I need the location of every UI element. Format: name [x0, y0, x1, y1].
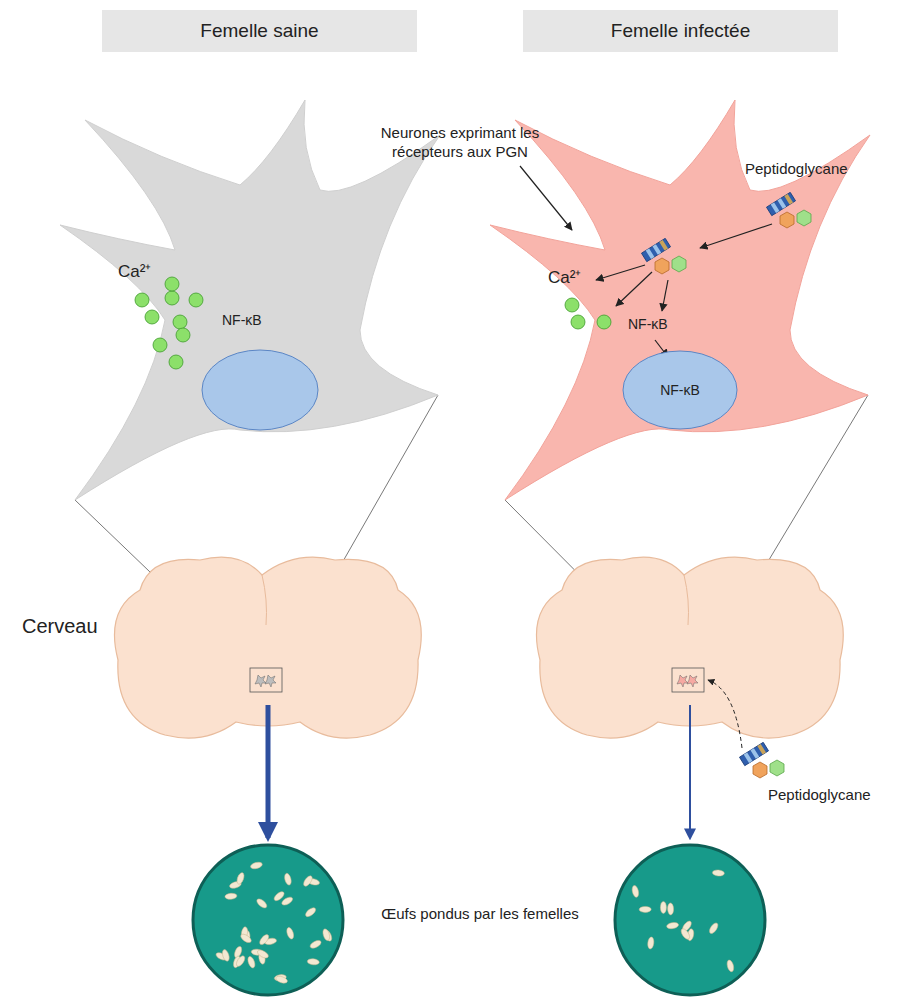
- egg: [250, 861, 263, 870]
- text-label: Cerveau: [22, 614, 122, 639]
- text-label: Œufs pondus par les femelles: [360, 905, 600, 924]
- egg: [712, 869, 724, 876]
- neuron: Ca²⁺ NF-κB: [58, 95, 442, 505]
- neuron-body: [60, 100, 440, 500]
- calcium-ion: [165, 277, 179, 291]
- header-text: Femelle infectée: [611, 20, 750, 43]
- egg: [275, 975, 288, 985]
- calcium-ion: [135, 293, 149, 307]
- peptidoglycan-molecule: [766, 192, 811, 228]
- cell-nucleus: [623, 351, 737, 429]
- egg: [225, 893, 237, 900]
- signal-arrow: [700, 224, 772, 248]
- neuron: Ca²⁺ NF-κB NF-κB: [488, 95, 872, 505]
- output-arrow: [266, 705, 271, 838]
- header-text: Femelle saine: [200, 20, 318, 43]
- calcium-ion: [169, 355, 183, 369]
- egg: [680, 927, 692, 940]
- egg: [304, 906, 317, 918]
- calcium-ion: [597, 315, 611, 329]
- egg: [247, 956, 257, 969]
- egg: [726, 959, 735, 972]
- eggs: [215, 861, 333, 984]
- output-arrow: [689, 705, 691, 838]
- eggs: [631, 869, 735, 972]
- zoom-box: [250, 668, 282, 692]
- egg: [256, 948, 269, 959]
- zoom-box: [672, 668, 704, 692]
- egg: [258, 933, 270, 946]
- egg: [302, 874, 314, 887]
- text-label: Peptidoglycane: [768, 786, 918, 805]
- signal-arrow: [616, 272, 652, 306]
- calcium-ion: [565, 298, 579, 312]
- egg: [285, 927, 294, 940]
- egg: [666, 922, 679, 930]
- egg: [708, 922, 720, 935]
- receptor-bound-peptidoglycan: [641, 238, 686, 274]
- node-text: NF-κB: [660, 382, 700, 399]
- egg: [647, 937, 654, 950]
- cell-nucleus: NF-κB: [622, 350, 738, 430]
- signal-arrow: [596, 265, 645, 280]
- mini-neurons: [677, 675, 698, 687]
- header-box: Femelle infectée: [523, 10, 838, 52]
- node-text: Ca²⁺: [548, 268, 581, 288]
- peptidoglycan-molecule: [739, 742, 784, 778]
- calcium-ion: [165, 291, 179, 305]
- neuron-outline: [488, 95, 872, 505]
- calcium-ion: [571, 315, 585, 329]
- calcium-ion: [153, 338, 167, 352]
- egg: [660, 901, 666, 913]
- egg-dish: [615, 845, 765, 995]
- egg-dish: [193, 845, 343, 995]
- egg: [322, 928, 331, 941]
- egg: [236, 872, 246, 885]
- node-text: NF-κB: [628, 316, 668, 333]
- egg: [273, 890, 286, 902]
- egg: [307, 958, 320, 965]
- egg: [239, 933, 252, 945]
- egg: [667, 903, 673, 915]
- text-label: Peptidoglycane: [745, 160, 895, 179]
- egg: [309, 939, 322, 950]
- egg: [255, 897, 268, 909]
- dashed-arrow: [708, 680, 742, 748]
- calcium-ion: [176, 328, 190, 342]
- header-box: Femelle saine: [102, 10, 417, 52]
- neuron-outline: [58, 95, 442, 505]
- egg: [631, 885, 640, 898]
- text-label: Neurones exprimant les récepteurs aux PG…: [350, 124, 570, 162]
- egg: [283, 873, 292, 886]
- calcium-ion: [189, 293, 203, 307]
- cell-nucleus: [202, 350, 318, 430]
- signal-arrow: [662, 280, 668, 311]
- node-text: NF-κB: [222, 312, 262, 329]
- calcium-ion: [173, 315, 187, 329]
- egg: [235, 954, 247, 967]
- node-text: Ca²⁺: [118, 262, 151, 282]
- egg: [639, 906, 651, 912]
- calcium-ion: [145, 310, 159, 324]
- mini-neurons: [255, 675, 276, 687]
- egg: [221, 949, 230, 962]
